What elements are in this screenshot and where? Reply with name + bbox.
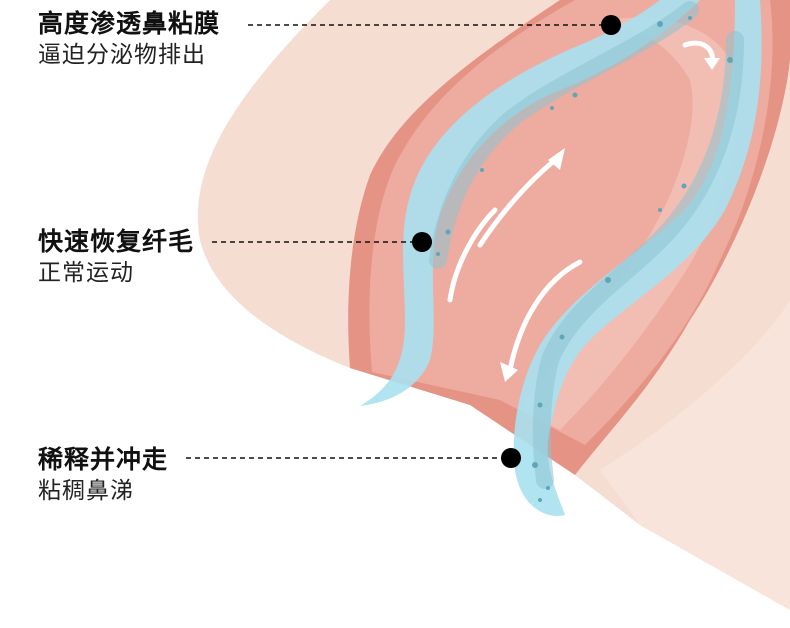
callout-title: 快速恢复纤毛 [38, 227, 195, 256]
callout-dot-2 [412, 232, 432, 252]
mucosa-line [429, 1, 744, 489]
callout-subtitle: 正常运动 [38, 260, 134, 286]
callout-subtitle: 粘稠鼻涕 [38, 478, 134, 504]
callout-title: 高度渗透鼻粘膜 [38, 9, 221, 38]
flow-arrow-curve [447, 207, 498, 303]
callout-title: 稀释并冲走 [38, 445, 169, 474]
callout-dot-3 [501, 448, 521, 468]
lower-skin-band [600, 300, 790, 610]
flow-arrow-up [477, 157, 558, 248]
callout-mucosa-penetration: 高度渗透鼻粘膜 逼迫分泌物排出 [38, 8, 220, 70]
arrowhead-down [500, 362, 518, 382]
spray-film-left [360, 0, 700, 406]
arrowhead-up [548, 148, 565, 170]
spray-droplets [436, 16, 733, 502]
callout-cilia-recovery: 快速恢复纤毛 正常运动 [38, 226, 194, 288]
flow-arrow-down [507, 259, 583, 373]
callout-dilute-flush: 稀释并冲走 粘稠鼻涕 [38, 444, 168, 506]
flow-arrows [447, 40, 715, 373]
callout-dots [412, 15, 621, 468]
callout-dot-1 [601, 15, 621, 35]
callout-subtitle: 逼迫分泌物排出 [38, 42, 206, 68]
arrowhead-top [704, 58, 720, 70]
leader-lines [186, 24, 610, 459]
arrow-heads [500, 58, 720, 382]
